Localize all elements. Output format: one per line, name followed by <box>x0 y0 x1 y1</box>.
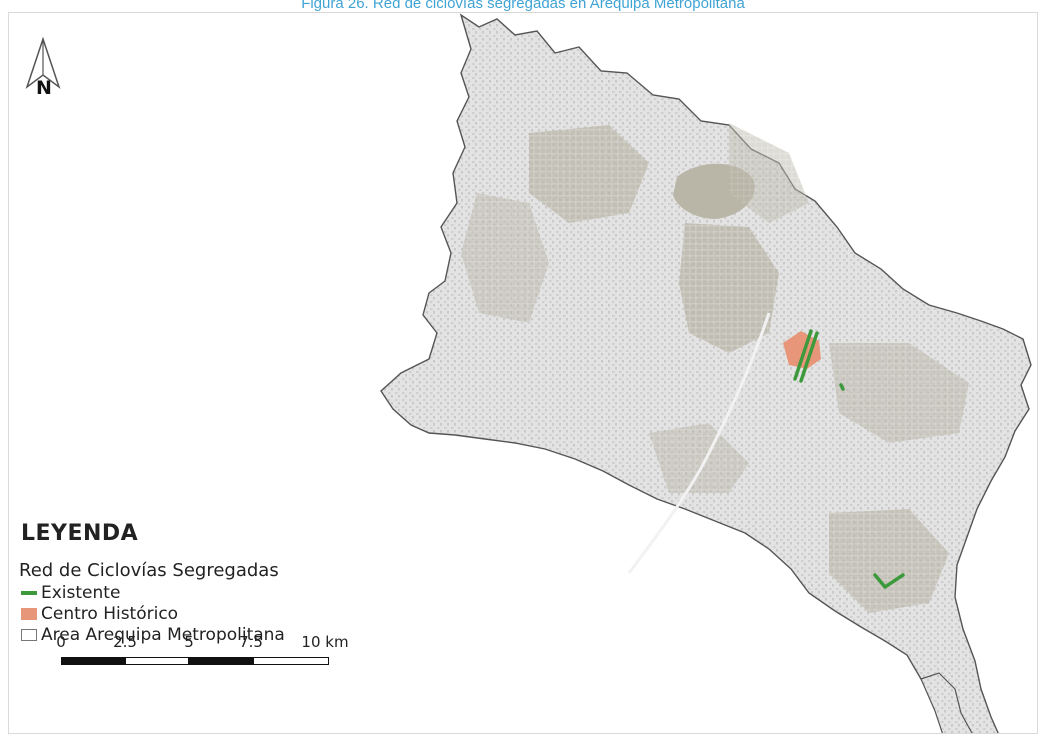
scale-bar: 0 2.5 5 7.5 10 km <box>55 633 395 683</box>
legend-item-label: Existente <box>41 582 121 603</box>
north-east-dense-cluster <box>729 123 809 223</box>
east-dense-cluster <box>829 343 969 443</box>
south-dense-cluster <box>649 423 749 493</box>
legend-item-label: Centro Histórico <box>41 603 179 624</box>
figure-caption: Figura 26. Red de ciclovías segregadas e… <box>301 0 745 12</box>
bike-lane-south[interactable] <box>873 573 905 589</box>
bike-lane-central-1[interactable] <box>793 329 813 381</box>
legend-item-label: Area Arequipa Metropolitana <box>41 624 285 645</box>
north-label: N <box>36 77 52 99</box>
southern-corridor <box>920 672 973 733</box>
scale-tick-label: 5 <box>184 633 194 651</box>
legend-item-centro-historico: Centro Histórico <box>21 603 415 624</box>
salmon-fill-swatch <box>21 607 37 620</box>
southeast-dense-cluster <box>829 509 949 613</box>
bike-lane-central-2[interactable] <box>799 331 819 383</box>
map-canvas[interactable] <box>9 13 1038 734</box>
north-dense-cluster <box>529 125 649 223</box>
legend: LEYENDA Red de Ciclovías Segregadas Exis… <box>15 521 415 645</box>
outline-swatch <box>21 628 37 641</box>
legend-item-area-metropolitana: Area Arequipa Metropolitana <box>21 624 415 645</box>
scale-segment-light <box>253 657 329 665</box>
river-corridor <box>627 312 771 574</box>
scale-segment-dark <box>189 657 253 665</box>
historic-center[interactable] <box>783 331 821 369</box>
scale-tick-label: 10 km <box>301 633 349 651</box>
scale-tick-label: 0 <box>56 633 66 651</box>
scale-tick-label: 7.5 <box>239 633 263 651</box>
legend-item-existente: Existente <box>21 582 415 603</box>
bike-lane-east-segment[interactable] <box>839 383 845 391</box>
scale-segment-light <box>125 657 189 665</box>
legend-subtitle: Red de Ciclovías Segregadas <box>19 560 279 581</box>
central-dense-cluster <box>679 223 779 353</box>
green-line-swatch <box>21 590 37 595</box>
map-frame: N LEYENDA Red de Ciclovías Segregadas Ex… <box>8 12 1038 734</box>
north-arrow-icon <box>25 36 61 90</box>
west-dense-cluster <box>461 193 549 323</box>
scale-segment-dark <box>61 657 125 665</box>
legend-title: LEYENDA <box>21 521 139 546</box>
scale-tick-label: 2.5 <box>113 633 137 651</box>
